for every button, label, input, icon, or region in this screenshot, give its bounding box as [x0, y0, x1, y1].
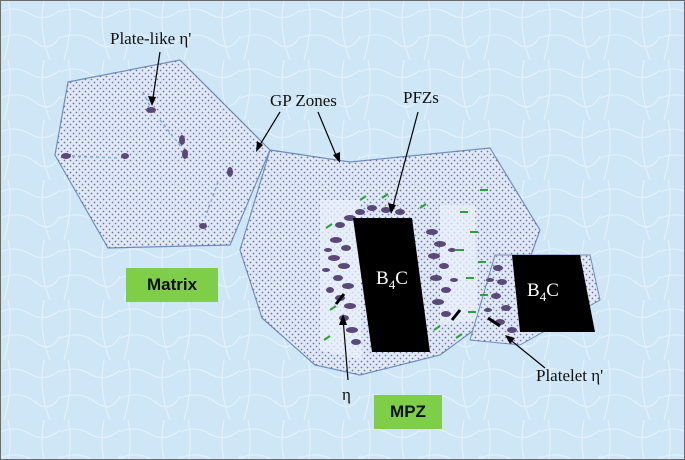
b4c-label-small: B4C	[527, 280, 559, 304]
tag-mpz: MPZ	[374, 395, 442, 429]
plate-like-precipitates	[61, 91, 233, 229]
arrow-heads	[148, 96, 515, 344]
eta-rods	[334, 293, 501, 328]
label-platelet-eta: Platelet η'	[536, 366, 603, 385]
label-plate-like-eta: Plate-like η'	[110, 29, 191, 48]
b4c-particle-large	[353, 218, 430, 352]
label-eta: η	[342, 385, 351, 404]
left-grain	[54, 59, 271, 249]
b4c-particle-small	[512, 255, 595, 332]
label-pfzs: PFZs	[403, 88, 439, 107]
green-platelets	[323, 189, 488, 341]
tag-matrix: Matrix	[126, 268, 218, 302]
annotation-arrows	[151, 51, 546, 381]
b4c-label-large: B4C	[376, 268, 408, 292]
label-gp-zones: GP Zones	[270, 91, 337, 110]
